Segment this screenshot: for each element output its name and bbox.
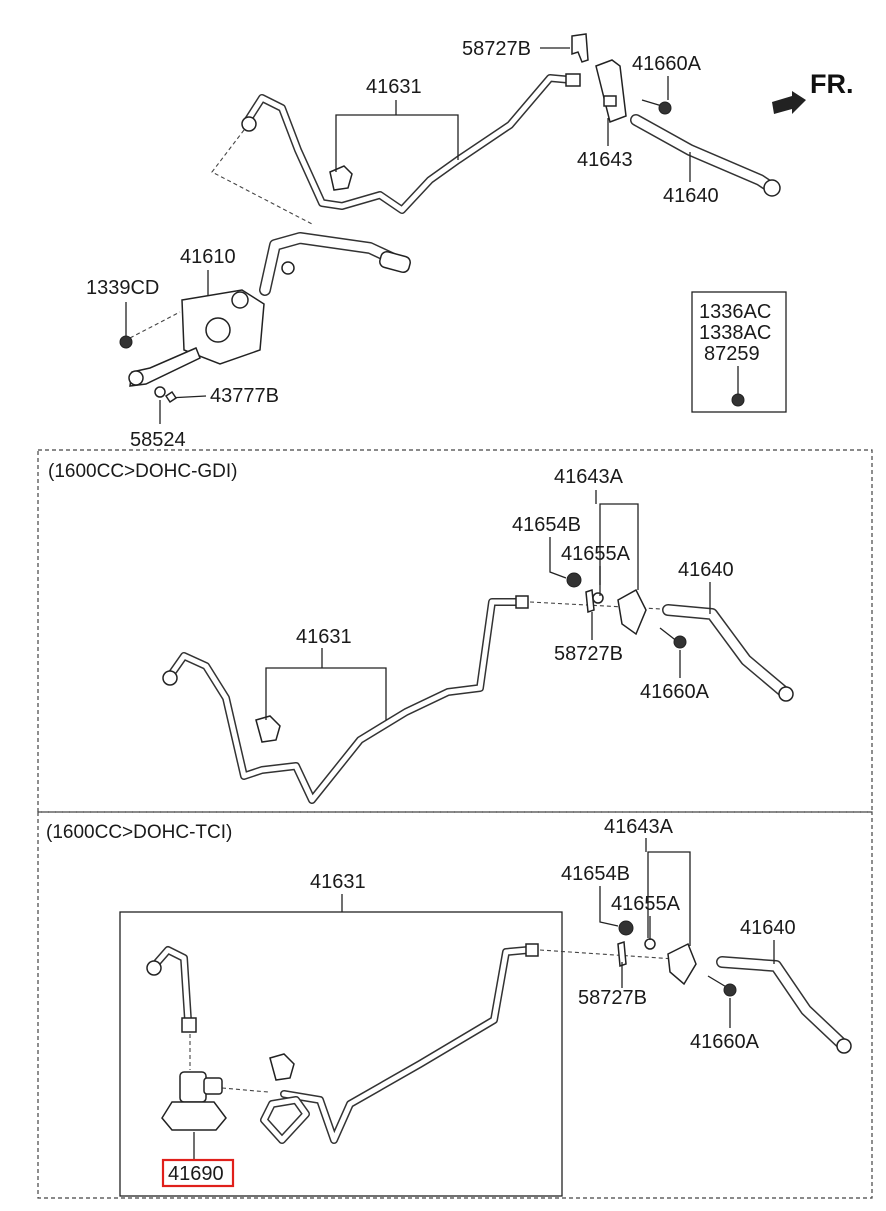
label-41690[interactable]: 41690 <box>168 1163 224 1185</box>
label-58524: 58524 <box>130 429 186 451</box>
gdi-section: (1600CC>DOHC-GDI) 41643A 41654B <box>37 449 873 813</box>
tube-end-fitting-icon <box>565 73 581 87</box>
spacer-icon <box>592 592 604 604</box>
hose-end-icon <box>763 179 781 197</box>
retaining-clip-icon <box>585 588 595 614</box>
bracket-icon <box>667 942 697 986</box>
bracket-icon <box>595 59 627 123</box>
clutch-hose-top[interactable] <box>630 114 778 194</box>
legend-line-3: 87259 <box>704 343 760 365</box>
label-41655A: 41655A <box>611 893 681 915</box>
hose-end-icon <box>836 1038 852 1054</box>
front-direction-indicator: FR. <box>772 69 854 114</box>
clutch-tube-gdi[interactable] <box>166 598 524 804</box>
hose-end-icon <box>778 686 794 702</box>
label-41610: 41610 <box>180 246 236 268</box>
clutch-tube-top[interactable] <box>242 74 576 214</box>
label-41640: 41640 <box>740 917 796 939</box>
label-41643: 41643 <box>577 149 633 171</box>
grommet-icon <box>566 572 582 588</box>
nut-icon <box>119 335 133 349</box>
label-58727B: 58727B <box>554 643 623 665</box>
highlight-box-41690 <box>161 1158 235 1188</box>
hardware-legend-box: 1336AC 1338AC 87259 <box>691 291 787 413</box>
retaining-clip-icon <box>571 33 589 63</box>
legend-nut-icon <box>731 393 745 407</box>
legend-line-2: 1338AC <box>699 322 771 344</box>
clutch-master-cylinder[interactable] <box>128 232 412 387</box>
tube-fitting-icon <box>181 1017 197 1033</box>
label-41631: 41631 <box>366 76 422 98</box>
tci-section-frame <box>37 811 873 1199</box>
label-41660A: 41660A <box>640 681 710 703</box>
tube-clip-icon <box>269 1053 295 1081</box>
top-section: 58727B 41660A 41631 41643 41640 41610 13… <box>86 33 787 451</box>
label-41655A: 41655A <box>561 543 631 565</box>
tube-end-fitting-icon <box>515 595 529 609</box>
label-41643A: 41643A <box>554 466 624 488</box>
tube-fitting-icon <box>162 670 178 686</box>
gdi-section-title: (1600CC>DOHC-GDI) <box>48 461 238 482</box>
label-58727B: 58727B <box>462 38 531 60</box>
tube-clip-icon <box>329 165 353 191</box>
spacer-icon <box>644 938 656 950</box>
tci-section-title: (1600CC>DOHC-TCI) <box>46 822 232 843</box>
front-label: FR. <box>810 69 854 99</box>
label-43777B: 43777B <box>210 385 279 407</box>
tube-end-fitting-icon <box>525 943 539 957</box>
clevis-pin-icon <box>154 386 166 398</box>
tci-section: (1600CC>DOHC-TCI) 41690 <box>37 811 873 1199</box>
gdi-section-frame <box>37 449 873 813</box>
grommet-icon <box>618 920 634 936</box>
split-pin-icon <box>164 390 178 404</box>
tube-fitting-icon <box>146 960 162 976</box>
tube-fitting-icon <box>241 116 257 132</box>
bolt-icon <box>673 635 687 649</box>
bolt-icon <box>723 983 737 997</box>
label-41660A: 41660A <box>632 53 702 75</box>
tube-assembly-box <box>119 911 563 1197</box>
label-41631: 41631 <box>310 871 366 893</box>
label-41631: 41631 <box>296 626 352 648</box>
front-arrow-icon <box>772 91 806 114</box>
clutch-hose-gdi[interactable] <box>662 604 790 698</box>
label-41660A: 41660A <box>690 1031 760 1053</box>
tube-clip-icon <box>255 715 281 743</box>
clutch-tube-tci[interactable] <box>150 946 532 1144</box>
legend-line-1: 1336AC <box>699 301 771 323</box>
label-41654B: 41654B <box>561 863 630 885</box>
label-41640: 41640 <box>678 559 734 581</box>
clutch-damper[interactable] <box>161 1071 227 1131</box>
label-58727B: 58727B <box>578 987 647 1009</box>
clutch-hose-tci[interactable] <box>716 956 848 1050</box>
bracket-icon <box>617 588 647 636</box>
bracket-slot-icon <box>603 95 617 107</box>
bolt-icon <box>641 99 672 115</box>
label-1339CD: 1339CD <box>86 277 159 299</box>
retaining-clip-icon <box>617 940 627 968</box>
label-41640: 41640 <box>663 185 719 207</box>
label-41643A: 41643A <box>604 816 674 838</box>
label-41654B: 41654B <box>512 514 581 536</box>
